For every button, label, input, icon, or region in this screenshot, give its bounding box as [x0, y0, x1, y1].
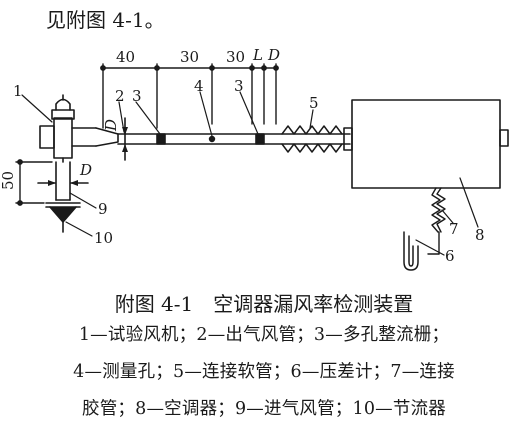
label-4: 4 [194, 77, 204, 95]
label-3b: 3 [234, 77, 244, 95]
dim-50: 50 [0, 171, 17, 190]
label-8: 8 [475, 226, 485, 244]
test-fan [39, 94, 75, 163]
dimension-texts: 40 30 30 L D 50 D D [0, 46, 280, 190]
dim-D-vertical: D [102, 119, 120, 132]
dim-30a: 30 [180, 48, 199, 66]
label-3a: 3 [132, 87, 142, 105]
label-2: 2 [115, 87, 125, 105]
legend-line-1: 1—试验风机；2—出气风管；3—多孔整流栅； [78, 325, 450, 345]
label-6: 6 [445, 247, 455, 265]
label-10: 10 [94, 229, 113, 247]
measuring-hole [208, 135, 216, 143]
part-labels: 1 2 3 4 3 5 8 7 6 9 10 [13, 77, 485, 265]
dim-30b: 30 [226, 48, 245, 66]
dim-D: D [267, 46, 280, 64]
throttle [45, 202, 81, 233]
legend-line-3: 胶管；8—空调器；9—进气风管；10—节流器 [82, 399, 446, 419]
dim-D-horizontal: D [79, 161, 92, 179]
left-dimension-50 [15, 159, 53, 206]
intro-text: 见附图 4-1。 [46, 8, 165, 32]
flow-straighteners [156, 133, 265, 145]
air-conditioner [343, 99, 509, 189]
leader-lines [21, 91, 479, 256]
connection-tube [427, 187, 446, 255]
flexible-hose [281, 125, 343, 153]
figure-caption: 附图 4-1 空调器漏风率检测装置 [114, 292, 414, 316]
label-1: 1 [13, 82, 23, 100]
top-dimension-lines [100, 63, 279, 129]
manometer [403, 231, 419, 271]
label-7: 7 [449, 220, 459, 238]
label-5: 5 [309, 94, 319, 112]
label-9: 9 [98, 200, 108, 218]
legend-line-2: 4—测量孔；5—连接软管；6—压差计；7—连接 [73, 362, 455, 382]
dim-L: L [252, 46, 263, 64]
dim-40: 40 [116, 48, 135, 66]
